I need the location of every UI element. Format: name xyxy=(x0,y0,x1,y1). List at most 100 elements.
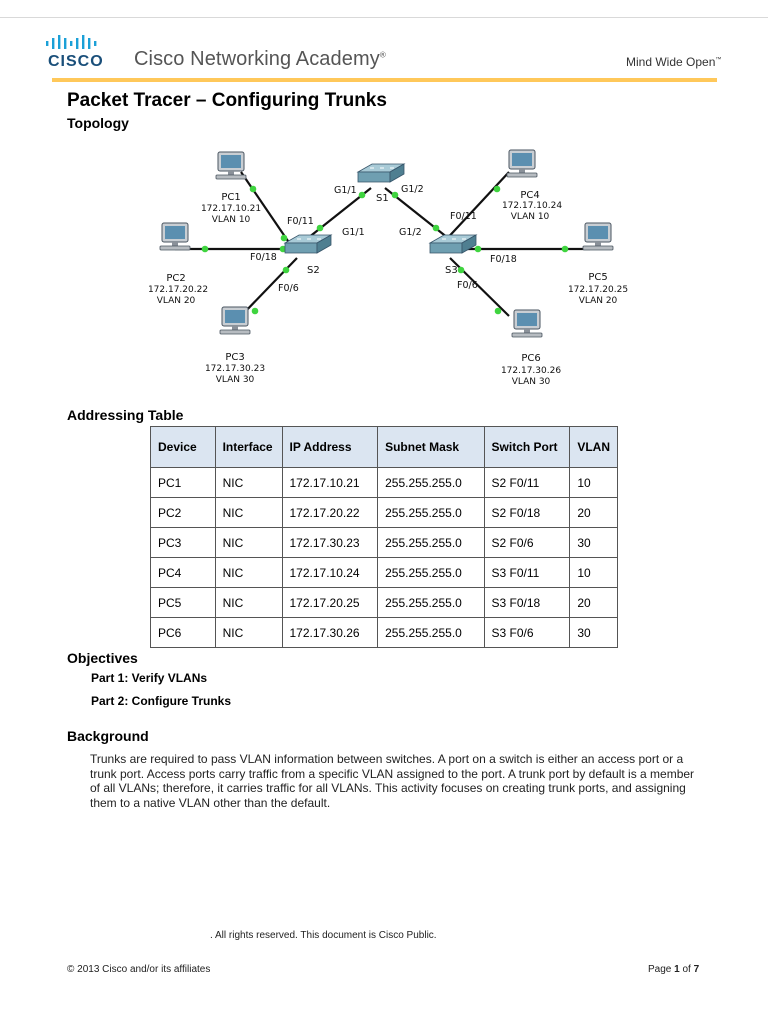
cell-ip: 172.17.10.24 xyxy=(281,557,379,588)
header-rule xyxy=(52,78,717,82)
port-label: G1/1 xyxy=(342,227,365,238)
table-row: PC5 NIC 172.17.20.25 255.255.255.0 S3 F0… xyxy=(150,587,618,618)
cell-vlan: 10 xyxy=(569,557,618,588)
objective-part-1: Part 1: Verify VLANs xyxy=(91,671,208,685)
table-row: PC4 NIC 172.17.10.24 255.255.255.0 S3 F0… xyxy=(150,557,618,588)
cell-device: PC6 xyxy=(150,617,216,648)
col-header-device: Device xyxy=(150,426,216,468)
pc6-icon xyxy=(511,309,543,338)
cell-interface: NIC xyxy=(214,497,283,528)
table-row: PC6 NIC 172.17.30.26 255.255.255.0 S3 F0… xyxy=(150,617,618,648)
cell-switch-port: S3 F0/18 xyxy=(483,587,571,618)
topology-diagram: S1 S2 S3 G1/1 G1/2 G1/1 G1/2 F0/11 F0/18… xyxy=(148,149,628,387)
pc2-vlan: VLAN 20 xyxy=(157,296,196,306)
port-label: F0/18 xyxy=(490,254,517,265)
background-paragraph: Trunks are required to pass VLAN informa… xyxy=(90,752,695,810)
pc3-vlan: VLAN 30 xyxy=(216,375,255,385)
cell-ip: 172.17.10.21 xyxy=(281,467,379,498)
table-row: PC2 NIC 172.17.20.22 255.255.255.0 S2 F0… xyxy=(150,497,618,528)
port-label: G1/1 xyxy=(334,185,357,196)
col-header-switch-port: Switch Port xyxy=(483,426,571,468)
objective-part-2: Part 2: Configure Trunks xyxy=(91,694,232,708)
pc4-label: PC4 xyxy=(520,190,539,201)
topology-heading: Topology xyxy=(67,115,129,131)
addressing-heading: Addressing Table xyxy=(67,407,184,423)
addressing-table: Device Interface IP Address Subnet Mask … xyxy=(150,426,618,648)
cell-device: PC2 xyxy=(150,497,216,528)
port-label: G1/2 xyxy=(401,184,424,195)
pc6-ip: 172.17.30.26 xyxy=(501,366,561,376)
cell-interface: NIC xyxy=(214,527,283,558)
cisco-logo: CISCO xyxy=(46,35,104,68)
pc5-vlan: VLAN 20 xyxy=(579,296,618,306)
cell-interface: NIC xyxy=(214,617,283,648)
cell-mask: 255.255.255.0 xyxy=(377,467,485,498)
switch-s3 xyxy=(429,234,477,254)
switch-label-s1: S1 xyxy=(376,193,389,204)
cell-device: PC3 xyxy=(150,527,216,558)
cell-vlan: 20 xyxy=(569,587,618,618)
motto: Mind Wide Open™ xyxy=(626,55,722,69)
pc6-vlan: VLAN 30 xyxy=(512,377,551,387)
cell-vlan: 30 xyxy=(569,617,618,648)
switch-s2 xyxy=(284,234,332,254)
cell-interface: NIC xyxy=(214,587,283,618)
pc1-icon xyxy=(215,151,247,180)
pc6-label: PC6 xyxy=(521,353,540,364)
pc1-ip: 172.17.10.21 xyxy=(201,204,261,214)
page-number: Page 1 of 7 xyxy=(648,964,700,975)
cell-vlan: 30 xyxy=(569,527,618,558)
cell-switch-port: S3 F0/6 xyxy=(483,617,571,648)
pc1-vlan: VLAN 10 xyxy=(212,215,251,225)
table-row: PC1 NIC 172.17.10.21 255.255.255.0 S2 F0… xyxy=(150,467,618,498)
rights-note: . All rights reserved. This document is … xyxy=(210,930,437,941)
cell-device: PC1 xyxy=(150,467,216,498)
pc1-label: PC1 xyxy=(221,192,240,203)
top-divider xyxy=(0,17,768,18)
pc3-icon xyxy=(219,306,251,335)
pc5-icon xyxy=(582,222,614,251)
switch-label-s2: S2 xyxy=(307,265,320,276)
cell-switch-port: S2 F0/6 xyxy=(483,527,571,558)
port-label: F0/6 xyxy=(278,283,299,294)
switch-s1 xyxy=(357,163,405,183)
table-row: PC3 NIC 172.17.30.23 255.255.255.0 S2 F0… xyxy=(150,527,618,558)
port-label: F0/6 xyxy=(457,280,478,291)
port-label: F0/11 xyxy=(287,216,314,227)
cell-mask: 255.255.255.0 xyxy=(377,587,485,618)
pc2-label: PC2 xyxy=(166,273,185,284)
cell-vlan: 20 xyxy=(569,497,618,528)
switch-label-s3: S3 xyxy=(445,265,458,276)
cell-mask: 255.255.255.0 xyxy=(377,527,485,558)
cell-mask: 255.255.255.0 xyxy=(377,557,485,588)
pc2-ip: 172.17.20.22 xyxy=(148,285,208,295)
port-label: G1/2 xyxy=(399,227,422,238)
cell-mask: 255.255.255.0 xyxy=(377,497,485,528)
table-header-row: Device Interface IP Address Subnet Mask … xyxy=(150,426,618,468)
pc4-icon xyxy=(506,149,538,178)
col-header-mask: Subnet Mask xyxy=(377,426,485,468)
cell-switch-port: S2 F0/11 xyxy=(483,467,571,498)
pc4-ip: 172.17.10.24 xyxy=(502,201,562,211)
cell-interface: NIC xyxy=(214,467,283,498)
link-status-dots xyxy=(201,185,569,315)
port-label: F0/11 xyxy=(450,211,477,222)
pc5-label: PC5 xyxy=(588,272,607,283)
svg-text:CISCO: CISCO xyxy=(48,53,104,68)
pc3-ip: 172.17.30.23 xyxy=(205,364,265,374)
pc2-icon xyxy=(159,222,191,251)
cell-device: PC4 xyxy=(150,557,216,588)
cell-ip: 172.17.20.25 xyxy=(281,587,379,618)
cell-ip: 172.17.20.22 xyxy=(281,497,379,528)
col-header-ip: IP Address xyxy=(281,426,379,468)
pc5-ip: 172.17.20.25 xyxy=(568,285,628,295)
cell-switch-port: S2 F0/18 xyxy=(483,497,571,528)
copyright: © 2013 Cisco and/or its affiliates xyxy=(67,964,211,975)
cell-ip: 172.17.30.26 xyxy=(281,617,379,648)
pc4-vlan: VLAN 10 xyxy=(511,212,550,222)
port-label: F0/18 xyxy=(250,252,277,263)
cell-ip: 172.17.30.23 xyxy=(281,527,379,558)
col-header-interface: Interface xyxy=(214,426,283,468)
cell-vlan: 10 xyxy=(569,467,618,498)
cell-device: PC5 xyxy=(150,587,216,618)
